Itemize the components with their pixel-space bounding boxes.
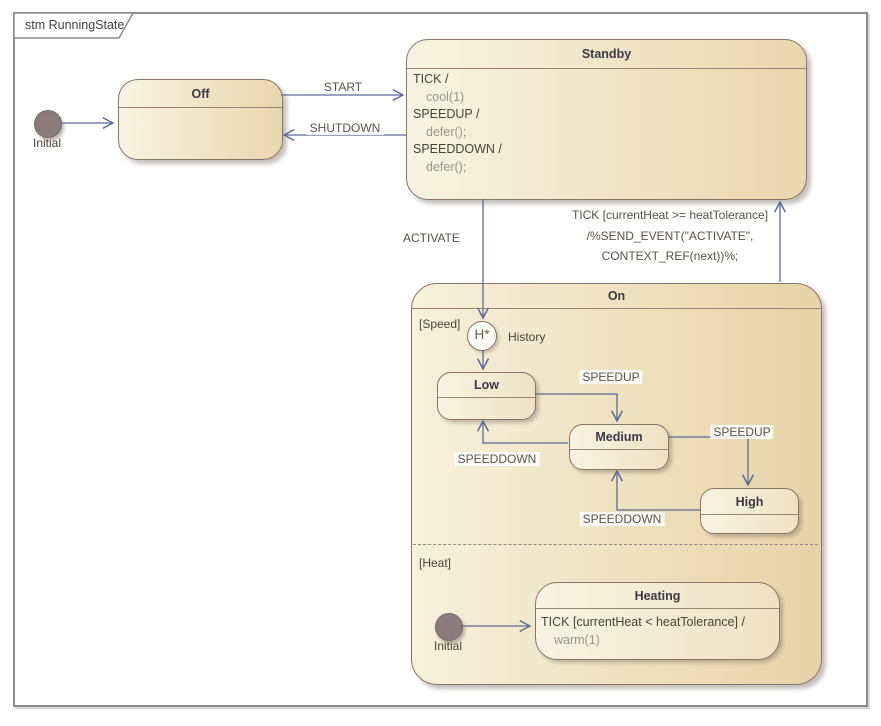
state-medium-separator	[570, 449, 668, 450]
state-off-title: Off	[191, 87, 210, 101]
transition-speedup2-label: SPEEDUP	[710, 425, 774, 439]
state-on-title: On	[607, 289, 626, 303]
state-high-title: High	[735, 495, 764, 509]
state-off-separator	[119, 107, 282, 108]
state-high[interactable]: High	[700, 488, 799, 534]
transition-shutdown-label: SHUTDOWN	[306, 121, 384, 135]
region-divider	[413, 544, 818, 545]
transition-speeddown2-label: SPEEDDOWN	[579, 512, 665, 526]
transition-speeddown-medium-low[interactable]	[476, 419, 568, 444]
transition-start-label: START	[320, 80, 366, 94]
state-heating-behaviors: TICK [currentHeat < heatTolerance] / war…	[541, 613, 745, 649]
state-low-title: Low	[474, 378, 499, 392]
transition-tick-return-label: TICK [currentHeat >= heatTolerance] /%SE…	[553, 205, 787, 267]
behavior-action: warm(1)	[554, 633, 600, 647]
state-heating[interactable]: Heating	[535, 582, 780, 660]
state-on-separator	[412, 308, 821, 309]
state-off[interactable]: Off	[118, 79, 283, 160]
behavior-action: cool(1)	[426, 89, 465, 104]
behavior-event: TICK /	[413, 72, 449, 86]
transition-speedup-low-medium[interactable]	[535, 393, 624, 423]
state-high-separator	[701, 514, 798, 515]
transition-speedup1-label: SPEEDUP	[579, 370, 643, 384]
state-heating-title: Heating	[634, 589, 681, 603]
state-standby-title: Standby	[581, 47, 632, 61]
initial-heat-label: Initial	[433, 639, 463, 653]
initial-top-label: Initial	[32, 136, 62, 150]
transition-speeddown-high-medium[interactable]	[610, 469, 700, 511]
initial-pseudostate-top[interactable]	[34, 110, 62, 138]
initial-pseudostate-heat[interactable]	[435, 613, 463, 641]
history-symbol: H*	[474, 327, 490, 342]
tick-return-line3: CONTEXT_REF(next))%;	[601, 249, 739, 263]
behavior-event: SPEEDUP /	[413, 107, 480, 122]
transition-activate-label: ACTIVATE	[400, 231, 463, 245]
behavior-action: defer();	[426, 124, 467, 139]
state-standby-behaviors: TICK / cool(1) SPEEDUP / defer(); SPEEDD…	[413, 71, 502, 177]
region-speed-label: [Speed]	[419, 317, 461, 331]
state-low-separator	[438, 397, 535, 398]
state-medium[interactable]: Medium	[569, 424, 669, 470]
tick-return-line1: TICK [currentHeat >= heatTolerance]	[571, 208, 769, 222]
state-low[interactable]: Low	[437, 372, 536, 420]
behavior-event: SPEEDDOWN /	[413, 142, 502, 157]
behavior-action: defer();	[426, 159, 467, 174]
state-standby-separator	[407, 68, 806, 69]
state-medium-title: Medium	[595, 430, 643, 444]
tick-return-line2: /%SEND_EVENT("ACTIVATE",	[586, 228, 754, 243]
history-pseudostate[interactable]: H*	[467, 321, 497, 351]
diagram-frame	[13, 12, 868, 707]
transition-speeddown1-label: SPEEDDOWN	[454, 452, 540, 466]
state-standby[interactable]: Standby	[406, 39, 807, 200]
region-heat-label: [Heat]	[419, 556, 452, 570]
behavior-event: TICK [currentHeat < heatTolerance] /	[541, 615, 745, 629]
history-label: History	[508, 330, 546, 344]
state-heating-separator	[536, 608, 779, 609]
frame-title: stm RunningState	[25, 18, 125, 32]
